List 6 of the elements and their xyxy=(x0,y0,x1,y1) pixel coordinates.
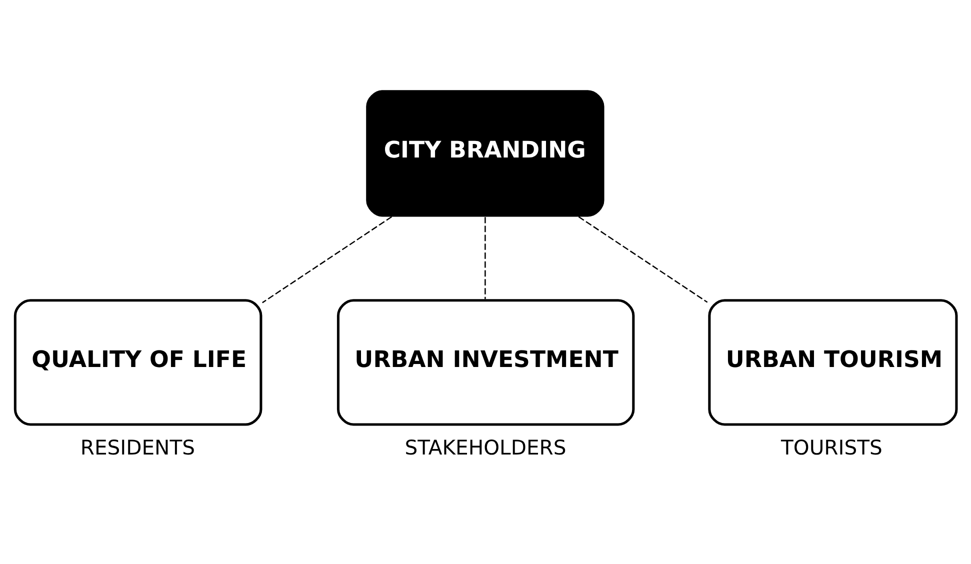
node-label: RESIDENTS xyxy=(80,436,195,460)
node-label: STAKEHOLDERS xyxy=(404,436,566,460)
connector xyxy=(262,216,392,304)
node-label: TOURISTS xyxy=(781,436,882,460)
connector xyxy=(484,217,486,299)
connector xyxy=(578,216,708,303)
